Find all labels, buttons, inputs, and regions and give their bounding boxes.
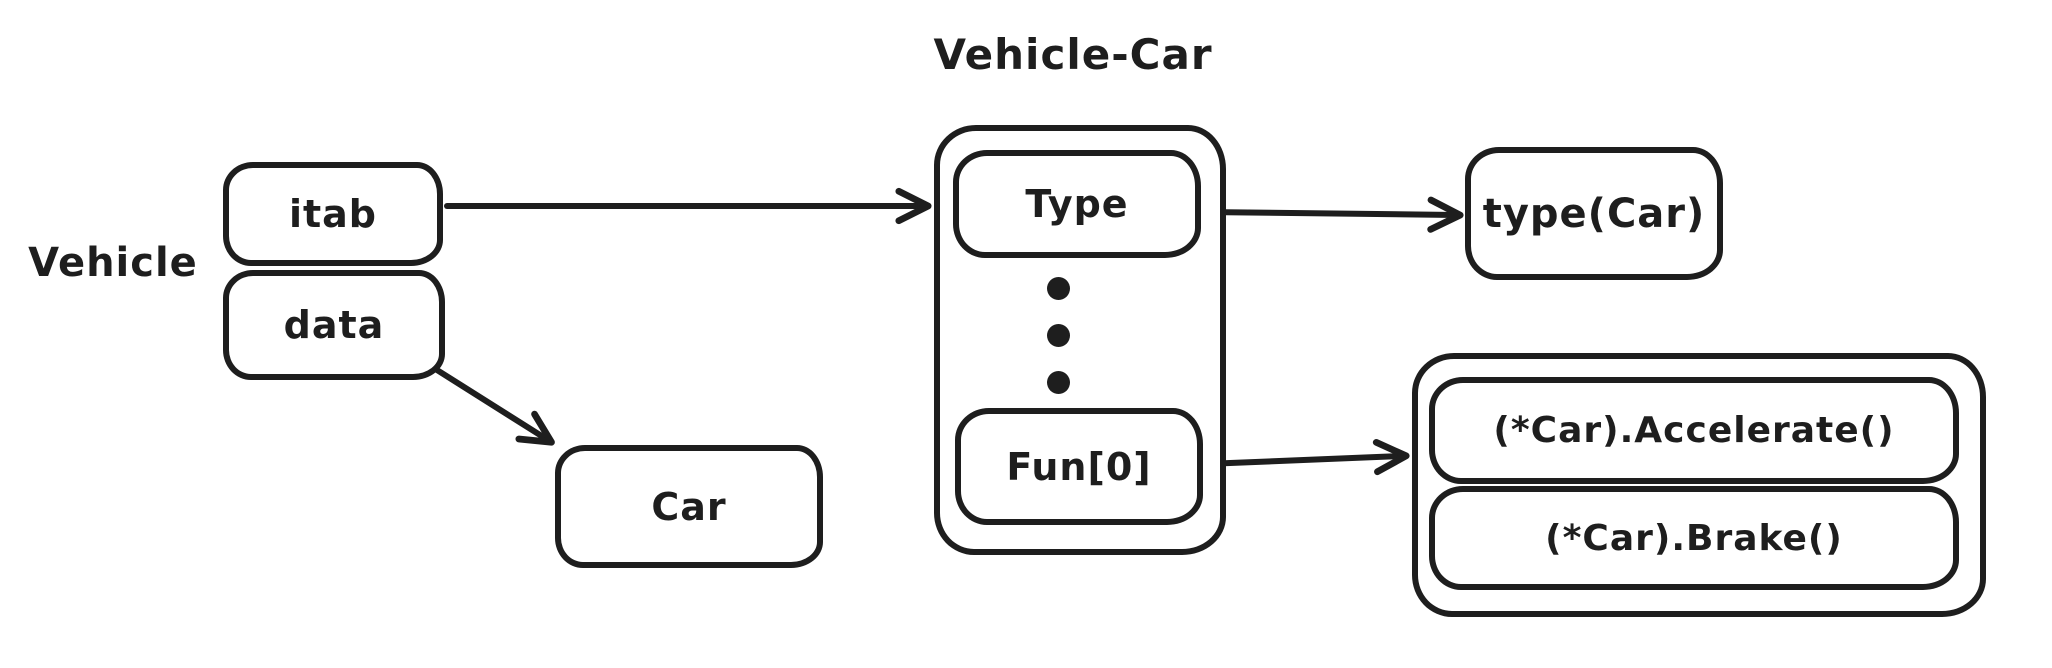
data-field-label: data <box>283 303 385 347</box>
itable-title: Vehicle-Car <box>933 30 1213 79</box>
fun0-slot-box: Fun[0] <box>955 408 1203 525</box>
itab-field-label: itab <box>288 192 378 236</box>
accelerate-method-box: (*Car).Accelerate() <box>1429 377 1959 484</box>
type-info-label: type(Car) <box>1482 190 1706 237</box>
vehicle-interface-label: Vehicle <box>28 240 198 286</box>
type-slot-box: Type <box>953 150 1201 258</box>
itab-field-box: itab <box>223 162 443 266</box>
data-field-box: data <box>223 270 445 380</box>
arrow-fun0-to-methods <box>1202 438 1410 476</box>
car-value-box: Car <box>555 445 823 568</box>
arrow-type-to-typeinfo <box>1200 196 1464 233</box>
car-value-label: Car <box>651 484 727 529</box>
ellipsis-dots <box>1047 277 1071 405</box>
brake-method-label: (*Car).Brake() <box>1545 517 1843 559</box>
ellipsis-dot <box>1047 277 1070 300</box>
arrow-data-to-car <box>434 367 555 446</box>
type-info-box: type(Car) <box>1465 147 1723 280</box>
type-slot-label: Type <box>1025 182 1129 226</box>
brake-method-box: (*Car).Brake() <box>1429 486 1959 590</box>
ellipsis-dot <box>1047 324 1070 347</box>
accelerate-method-label: (*Car).Accelerate() <box>1493 410 1895 451</box>
ellipsis-dot <box>1047 371 1070 394</box>
fun0-slot-label: Fun[0] <box>1006 444 1152 489</box>
